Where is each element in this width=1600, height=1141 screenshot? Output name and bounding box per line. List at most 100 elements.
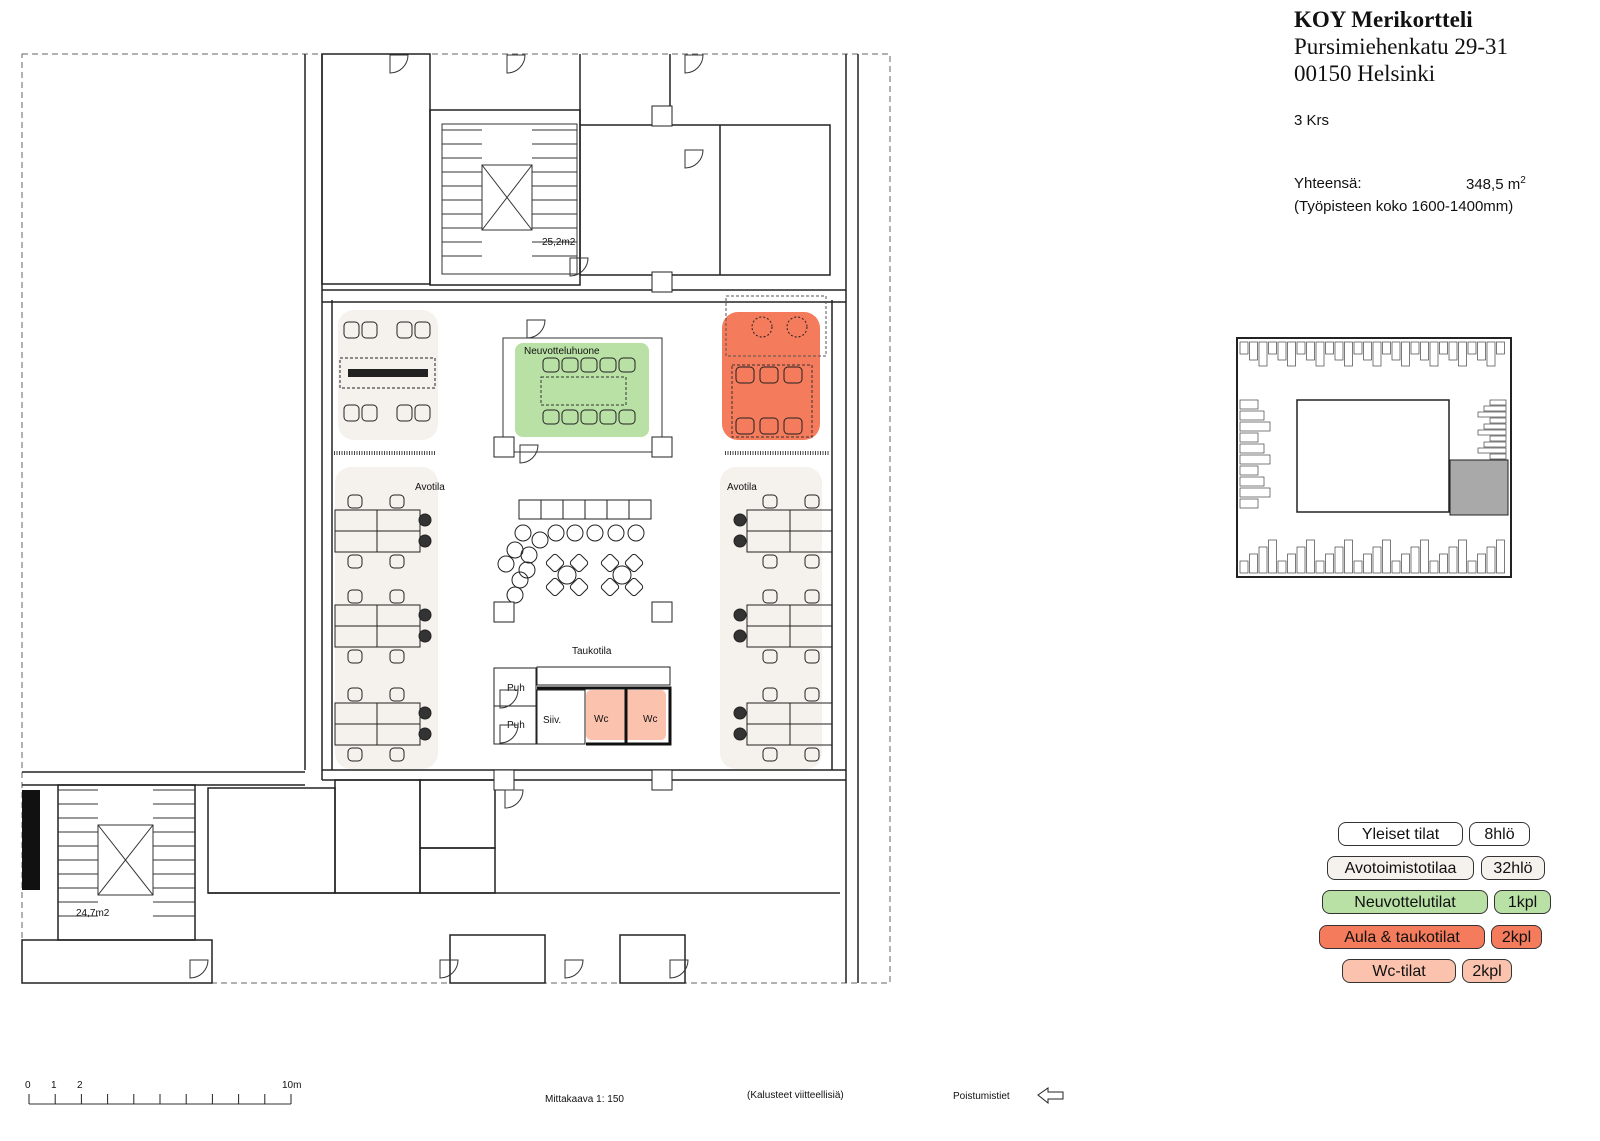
pillar: [651, 436, 673, 458]
room-label-cleaning: Siiv.: [543, 715, 561, 726]
pillar: [493, 436, 515, 458]
city: 00150 Helsinki: [1294, 61, 1436, 86]
minimap-room: [1489, 453, 1507, 460]
chair-icon: [389, 747, 405, 762]
minimap-room: [1325, 553, 1334, 574]
minimap-room: [1458, 539, 1467, 574]
chair-icon: [762, 649, 778, 664]
minimap-room: [1239, 476, 1265, 487]
minimap-room: [1477, 447, 1507, 454]
minimap-room: [1344, 341, 1353, 367]
chair-icon: [804, 747, 820, 762]
minimap-room: [1239, 421, 1271, 432]
plant-icon: [418, 727, 432, 741]
plant-icon: [733, 629, 747, 643]
chair-icon: [762, 589, 778, 604]
minimap-room: [1382, 539, 1391, 574]
minimap-room: [1439, 553, 1448, 574]
exits-label: Poistumistiet: [953, 1091, 1010, 1102]
minimap-room: [1467, 341, 1477, 355]
scale-tick-0: 0: [25, 1080, 31, 1091]
chair-icon: [599, 357, 617, 373]
pillar: [651, 105, 673, 127]
staircase-top: [441, 123, 578, 275]
lobby-table: [751, 316, 773, 338]
minimap-room: [1296, 341, 1306, 355]
minimap-room: [1496, 341, 1505, 355]
lounge-chair-icon: [600, 577, 620, 597]
plant-icon: [547, 524, 565, 542]
scale-bar: [28, 1094, 292, 1105]
scale-tick-10: 10m: [282, 1080, 301, 1091]
exit-arrow-icon: [1037, 1087, 1064, 1105]
plant-icon: [733, 513, 747, 527]
staircase-bottom: [58, 789, 195, 917]
minimap-room: [1239, 465, 1259, 476]
chair-icon: [542, 409, 560, 425]
minimap-room: [1239, 443, 1265, 454]
minimap-room: [1401, 341, 1410, 367]
door-swing-icon: [506, 54, 526, 74]
pillar: [651, 271, 673, 293]
chair-icon: [804, 494, 820, 509]
minimap-room: [1372, 341, 1382, 367]
chair-icon: [347, 649, 363, 664]
minimap-room: [1477, 553, 1486, 574]
chair-icon: [343, 321, 360, 339]
door-swing-icon: [499, 724, 519, 744]
bench-seat: [562, 499, 586, 520]
minimap-room: [1467, 560, 1477, 574]
chair-icon: [580, 409, 598, 425]
door-swing-icon: [564, 959, 584, 979]
minimap-room: [1334, 341, 1344, 361]
minimap-room: [1239, 487, 1271, 498]
total-label: Yhteensä:: [1294, 175, 1362, 192]
chair-icon: [762, 554, 778, 569]
door-swing-icon: [669, 959, 689, 979]
minimap-room: [1486, 341, 1496, 367]
minimap-room: [1363, 341, 1372, 361]
plant-icon: [518, 561, 536, 579]
building-name: KOY Merikortteli: [1294, 7, 1473, 32]
common-table-center: [348, 369, 428, 377]
kitchenette: [536, 666, 671, 686]
minimap-room: [1410, 341, 1420, 355]
phone-room-2: [493, 705, 537, 745]
minimap-room: [1477, 341, 1486, 361]
plant-icon: [733, 706, 747, 720]
bench-row: [518, 499, 652, 520]
legend-label-lobby: Aula & taukotilat: [1319, 925, 1485, 949]
plant-icon: [418, 513, 432, 527]
bench-seat: [628, 499, 652, 520]
chair-icon: [759, 366, 779, 384]
chair-icon: [389, 494, 405, 509]
minimap-room: [1353, 560, 1363, 574]
chair-icon: [347, 687, 363, 702]
zone-lobby: [722, 312, 820, 440]
zone-open-office-left: [335, 467, 438, 769]
chair-icon: [599, 409, 617, 425]
chair-icon: [389, 687, 405, 702]
lounge-chair-icon: [600, 553, 620, 573]
chair-icon: [343, 404, 360, 422]
door-swing-icon: [519, 444, 539, 464]
legend-count-open-office: 32hlö: [1481, 856, 1545, 880]
plant-icon: [586, 524, 604, 542]
plant-icon: [531, 531, 549, 549]
lobby-seating: [725, 295, 827, 357]
legend-label-wc: Wc-tilat: [1342, 959, 1456, 983]
room-label-wc-1: Wc: [594, 714, 608, 725]
wall-section: [22, 790, 40, 890]
pillar: [651, 769, 673, 791]
chair-icon: [347, 494, 363, 509]
minimap-room: [1239, 341, 1249, 355]
chair-icon: [542, 357, 560, 373]
door-swing-icon: [684, 149, 704, 169]
chair-icon: [804, 554, 820, 569]
minimap-room: [1249, 341, 1258, 361]
legend-count-lobby: 2kpl: [1491, 925, 1542, 949]
scale-text: Mittakaava 1: 150: [545, 1094, 624, 1105]
lounge-chair-icon: [545, 553, 565, 573]
lounge-chair-icon: [624, 577, 644, 597]
